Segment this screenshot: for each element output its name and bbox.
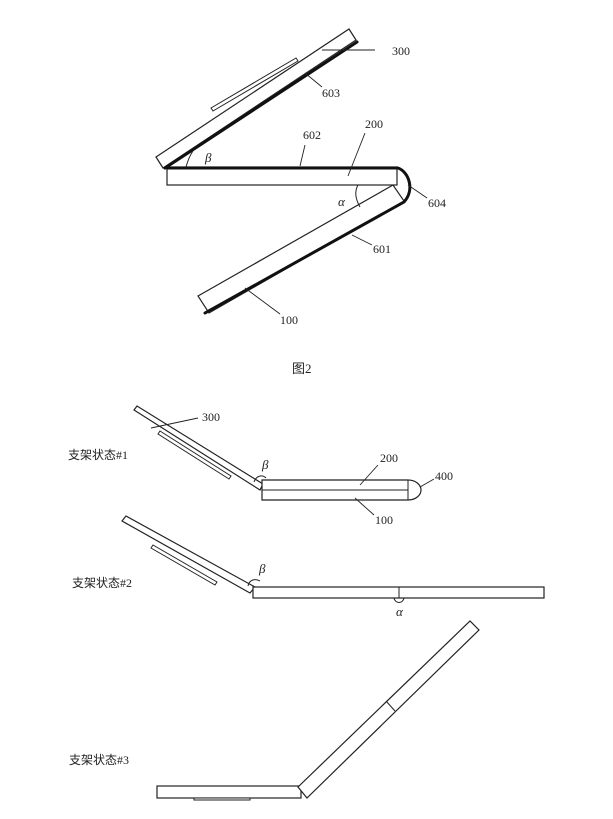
state-2-alpha-label: α <box>396 604 404 619</box>
state-2-pad <box>150 544 218 586</box>
state-1: 支架状态#1 β 300 200 400 100 <box>68 405 453 527</box>
state-1-label-100: 100 <box>375 513 393 527</box>
state-3-hinge <box>385 700 396 712</box>
state-1-leader-300 <box>150 417 199 429</box>
state-1-label-300: 300 <box>202 410 220 424</box>
panel-200 <box>166 166 398 186</box>
label-300: 300 <box>392 44 410 58</box>
state-2-alpha-arc <box>393 597 405 603</box>
state-1-beta-label: β <box>261 457 269 472</box>
state-1-leader-400 <box>419 478 435 488</box>
figure-title: 图2 <box>292 361 312 376</box>
edge-603 <box>163 40 359 170</box>
edge-602-604-601 <box>165 166 412 315</box>
alpha-label: α <box>338 194 346 209</box>
state-1-beta-arc <box>253 475 267 483</box>
state-2-beta-label: β <box>258 561 266 576</box>
state-1-pad <box>157 430 232 480</box>
state-2-beta-arc <box>247 579 261 587</box>
leader-100 <box>244 287 281 315</box>
state-1-leader-200 <box>359 464 379 486</box>
pad-300 <box>210 57 299 112</box>
label-602: 602 <box>303 128 321 142</box>
leader-604 <box>407 184 428 199</box>
leader-601 <box>351 234 373 246</box>
leader-603 <box>304 72 323 88</box>
label-604: 604 <box>428 196 446 210</box>
label-100: 100 <box>280 313 298 327</box>
state-3-pad <box>193 797 251 801</box>
panel-300 <box>155 28 357 169</box>
state-3-panel-inclined <box>297 620 480 799</box>
state-2-panel-tilted <box>121 515 256 594</box>
state-3: 支架状态#3 <box>69 620 480 801</box>
state-1-label-200: 200 <box>380 451 398 465</box>
state-3-label: 支架状态#3 <box>69 753 129 767</box>
state-2: 支架状态#2 β α <box>72 515 545 619</box>
state-2-label: 支架状态#2 <box>72 576 132 590</box>
figure-2: β α 300 603 602 200 604 601 100 图2 <box>155 28 446 376</box>
state-1-panel-300 <box>133 405 264 491</box>
angle-beta-arc <box>185 150 194 168</box>
label-603: 603 <box>322 86 340 100</box>
state-3-panel-flat <box>156 785 302 799</box>
angle-alpha-arc <box>355 184 361 208</box>
leader-602 <box>299 144 306 167</box>
state-1-label-400: 400 <box>435 469 453 483</box>
leader-200 <box>347 132 366 177</box>
label-200: 200 <box>365 117 383 131</box>
label-601: 601 <box>373 242 391 256</box>
beta-label: β <box>204 150 212 165</box>
state-1-leader-100 <box>354 497 375 516</box>
state-1-label: 支架状态#1 <box>68 448 128 462</box>
